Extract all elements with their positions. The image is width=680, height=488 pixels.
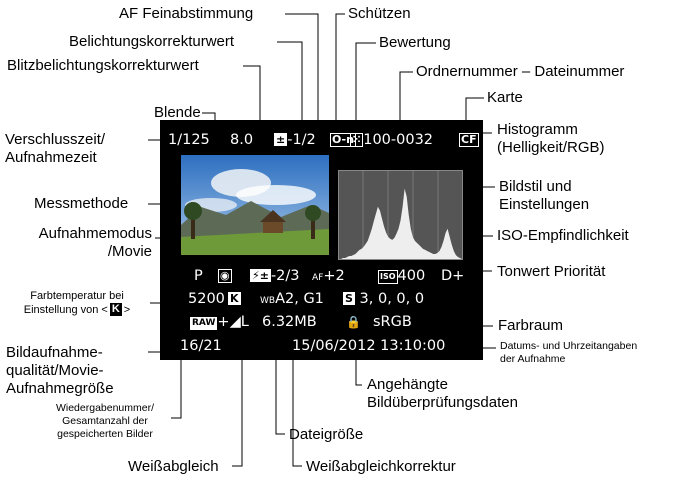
label-iso: ISO-Empfindlichkeit xyxy=(497,227,629,245)
capture-datetime: 15/06/2012 13:10:00 xyxy=(292,338,445,355)
label-color-temp: Farbtemperatur bei Einstellung von <K> xyxy=(2,290,152,317)
shutter-speed-value: 1/125 xyxy=(168,132,210,149)
picture-style-icon: S xyxy=(343,292,355,305)
label-metering: Messmethode xyxy=(34,195,128,213)
playback-number: 16/21 xyxy=(180,338,222,355)
label-wb-correction: Weißabgleichkorrektur xyxy=(306,458,456,476)
camera-lcd-screen: 1/125 8.0 ±-1/2 O-n ⁙100-0032 CF xyxy=(160,120,483,360)
flash-comp-icon: ⚡± xyxy=(250,269,271,282)
label-exposure-comp: Belichtungskorrekturwert xyxy=(69,33,234,51)
label-flash-comp: Blitzbelichtungskorrekturwert xyxy=(7,57,199,75)
color-space-value: sRGB xyxy=(373,314,412,331)
label-file-size: Dateigröße xyxy=(289,426,363,444)
wb-shift-value: A2, G1 xyxy=(275,291,324,307)
file-size-value: 6.32MB xyxy=(262,314,317,331)
label-shutter: Verschlusszeit/Aufnahmezeit xyxy=(5,131,105,167)
aperture-value: 8.0 xyxy=(230,132,253,149)
wb-shift-icon: WB xyxy=(260,296,275,306)
k-icon: K xyxy=(228,291,241,308)
exposure-comp-icon: ± xyxy=(274,133,287,146)
af-icon: AF xyxy=(312,273,323,283)
label-color-space: Farbraum xyxy=(498,317,563,335)
exposure-comp-value: -1/2 xyxy=(287,132,316,148)
folder-file-number: 100-0032 xyxy=(363,132,433,148)
wb-shift-indicator: WBA2, G1 xyxy=(260,291,324,310)
picture-style-values: 3, 0, 0, 0 xyxy=(360,291,425,307)
metering-icon: ◉ xyxy=(218,268,232,285)
lock-icon: 🔒 xyxy=(346,314,361,331)
rating-icon: ⁙ xyxy=(350,133,363,147)
flash-comp-value: -2/3 xyxy=(271,268,300,284)
color-temp-value: 5200 xyxy=(188,291,225,308)
label-af-fine: AF Feinabstimmung xyxy=(119,5,253,23)
tone-priority-value: D+ xyxy=(441,268,464,285)
card-icon: CF xyxy=(459,132,479,149)
label-white-balance: Weißabgleich xyxy=(128,458,219,476)
label-card: Karte xyxy=(487,89,523,107)
label-folder-file: Ordnernummer – Dateinummer xyxy=(416,63,624,81)
raw-icon: RAW xyxy=(190,317,217,330)
label-shooting-mode: Aufnahmemodus/Movie xyxy=(0,225,152,261)
flash-comp-indicator: ⚡±-2/3 xyxy=(250,268,300,285)
af-fine-value: +2 xyxy=(323,268,344,284)
picture-style-indicator: S 3, 0, 0, 0 xyxy=(343,291,424,308)
quality-size: +◢L xyxy=(217,314,248,330)
k-icon-legend: K xyxy=(110,303,122,316)
af-fine-indicator: AF+2 xyxy=(312,268,345,287)
image-quality-indicator: RAW+◢L xyxy=(190,314,249,331)
histogram-panel xyxy=(338,170,463,260)
photo-thumbnail xyxy=(181,155,329,255)
label-tone-priority: Tonwert Priorität xyxy=(497,263,605,281)
label-rating: Bewertung xyxy=(379,34,451,52)
rating-indicator: ⁙100-0032 xyxy=(350,132,433,149)
iso-value: 400 xyxy=(398,268,426,284)
label-aperture: Blende xyxy=(154,104,201,122)
label-histogram: Histogramm(Helligkeit/RGB) xyxy=(497,121,605,157)
exposure-comp-indicator: ±-1/2 xyxy=(274,132,316,149)
label-image-quality: Bildaufnahme-qualität/Movie-Aufnahmegröß… xyxy=(6,344,114,398)
iso-icon: ISO xyxy=(378,270,398,284)
shooting-mode-value: P xyxy=(194,268,203,285)
label-protect: Schützen xyxy=(348,5,411,23)
